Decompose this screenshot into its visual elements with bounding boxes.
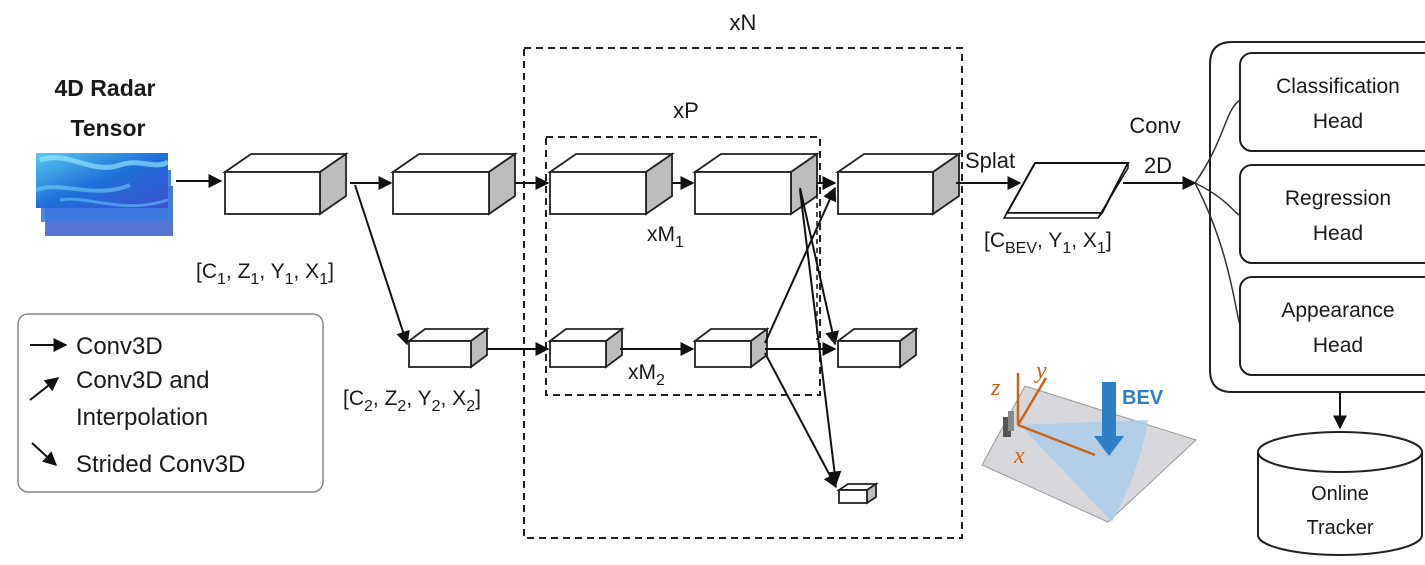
repeat-p-frame bbox=[545, 136, 821, 396]
head-label-1-line2: Head bbox=[1313, 110, 1363, 133]
dims-bev: [CBEV, Y1, X1] bbox=[984, 229, 1112, 257]
y-axis bbox=[1016, 377, 1048, 426]
feature-block-l2-c bbox=[692, 327, 770, 369]
dims-level2: [C2, Z2, Y2, X2] bbox=[343, 387, 481, 415]
bev-coordinate-illustration bbox=[981, 373, 1197, 523]
head-label-3-line2: Head bbox=[1313, 334, 1363, 357]
feature-block-l3-out bbox=[836, 482, 879, 505]
repeat-m2-label: xM2 bbox=[628, 361, 665, 389]
tracker-line1: Online bbox=[1311, 483, 1369, 505]
tracker-line2: Tracker bbox=[1306, 517, 1373, 539]
feature-block-l1-b bbox=[547, 152, 675, 216]
input-title-line1: 4D Radar bbox=[55, 75, 156, 101]
head-box-1 bbox=[1239, 52, 1425, 152]
feature-block-l1-out bbox=[835, 152, 962, 216]
head-label-3-line1: Appearance bbox=[1281, 299, 1394, 322]
conv2d-line2: 2D bbox=[1144, 153, 1172, 178]
input-title-line2: Tensor bbox=[71, 115, 146, 141]
bev-arrow-shaft bbox=[1102, 382, 1116, 438]
repeat-n-label: xN bbox=[730, 10, 757, 35]
feature-block-l1-c bbox=[692, 152, 820, 216]
bev-arrow-head bbox=[1094, 436, 1124, 456]
feature-block-l2-a bbox=[406, 327, 490, 369]
head-label-2-line1: Regression bbox=[1285, 187, 1391, 210]
feature-block-l1-a bbox=[390, 152, 518, 216]
head-box-2 bbox=[1239, 164, 1425, 264]
repeat-p-label: xP bbox=[673, 98, 699, 123]
radar-tensor-image bbox=[35, 153, 173, 236]
splat-label: Splat bbox=[965, 148, 1015, 173]
head-box-3 bbox=[1239, 276, 1425, 376]
conv2d-line1: Conv bbox=[1129, 113, 1180, 138]
legend-box bbox=[17, 313, 324, 493]
feature-block-input bbox=[222, 152, 349, 216]
repeat-n-frame bbox=[523, 47, 963, 539]
bev-feature-plane bbox=[1002, 162, 1130, 219]
x-axis bbox=[1017, 423, 1096, 457]
axis-label-z: z bbox=[990, 375, 1001, 401]
dims-level1: [C1, Z1, Y1, X1] bbox=[196, 260, 334, 288]
axis-label-y: y bbox=[1034, 358, 1047, 384]
legend-interp-line2: Interpolation bbox=[76, 404, 208, 431]
axis-label-x: x bbox=[1013, 443, 1025, 469]
legend-interp-arrow bbox=[29, 377, 60, 401]
connections bbox=[350, 176, 1347, 489]
feature-block-l2-out bbox=[835, 327, 919, 369]
feature-block-l2-b bbox=[547, 327, 625, 369]
head-label-2-line2: Head bbox=[1313, 222, 1363, 245]
tracker-cylinder bbox=[1257, 431, 1423, 556]
head-label-1-line1: Classification bbox=[1276, 75, 1400, 98]
legend-strided: Strided Conv3D bbox=[76, 451, 245, 478]
legend-strided-arrow bbox=[31, 442, 58, 466]
repeat-m1-label: xM1 bbox=[647, 223, 684, 251]
legend-interp-line1: Conv3D and bbox=[76, 367, 209, 394]
bev-label: BEV bbox=[1122, 387, 1164, 409]
legend-conv3d: Conv3D bbox=[76, 333, 163, 360]
